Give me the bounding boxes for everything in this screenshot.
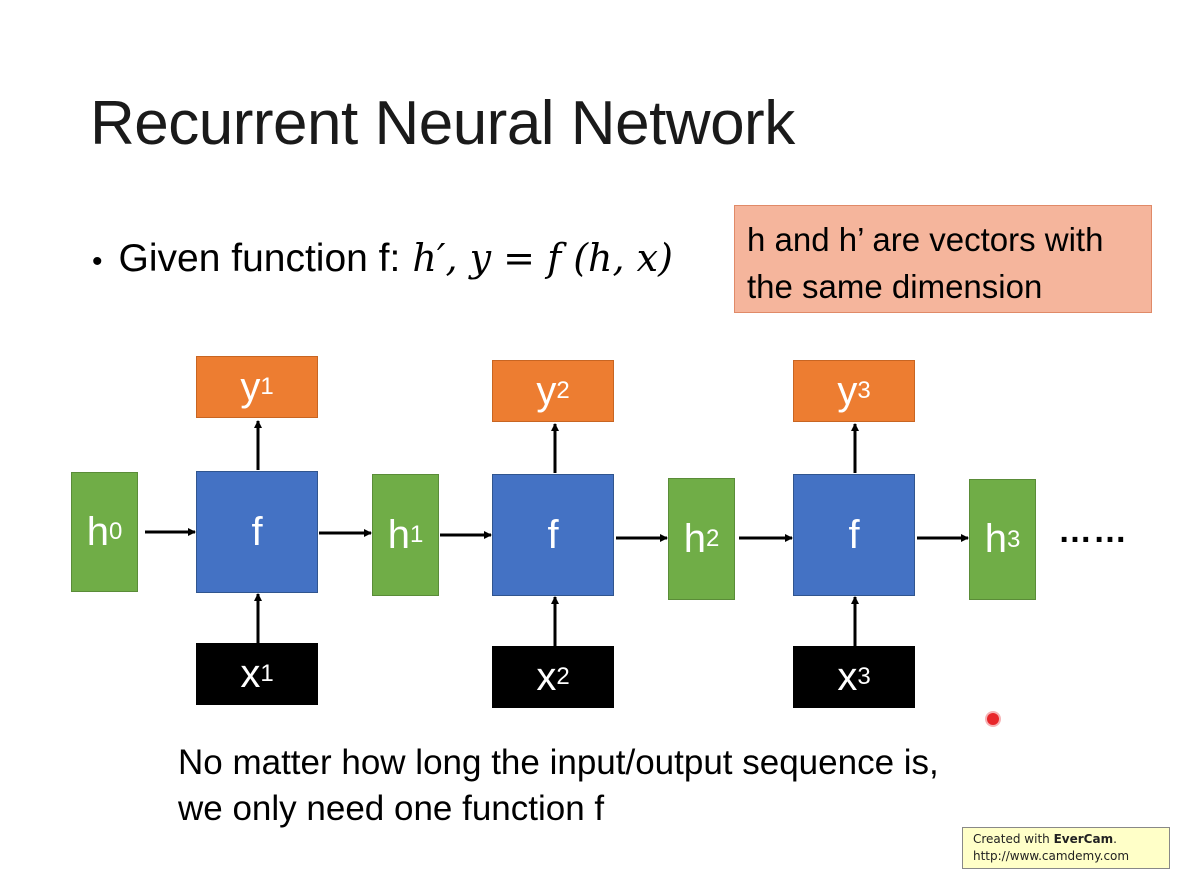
function-box-1: f	[196, 471, 318, 593]
watermark-prefix: Created with	[973, 832, 1050, 846]
bullet-line: • Given function f: h′, y = f (h, x)	[92, 236, 673, 281]
watermark-url: http://www.camdemy.com	[973, 849, 1130, 863]
note-line-2: the same dimension	[747, 268, 1043, 305]
evercam-watermark: Created with EverCam. http://www.camdemy…	[962, 827, 1170, 869]
recording-cursor-icon	[987, 713, 999, 725]
x2-base: x	[536, 654, 557, 699]
h3-base: h	[984, 517, 1007, 561]
h0-base: h	[86, 509, 109, 554]
formula: h′, y = f (h, x)	[412, 236, 673, 280]
function-box-3: f	[793, 474, 915, 596]
caption: No matter how long the input/output sequ…	[178, 740, 939, 832]
x3-base: x	[837, 654, 858, 699]
note-line-1: h and h’ are vectors with	[747, 221, 1104, 258]
caption-line-1: No matter how long the input/output sequ…	[178, 743, 939, 782]
y2-base: y	[536, 368, 557, 413]
y1-base: y	[240, 364, 261, 409]
continuation-dots: ……	[1058, 512, 1128, 550]
function-box-2: f	[492, 474, 614, 596]
bullet-dot: •	[92, 245, 103, 278]
bullet-text: Given function f:	[118, 237, 401, 280]
h2-base: h	[683, 516, 706, 561]
watermark-brand: EverCam	[1053, 832, 1114, 846]
x1-base: x	[240, 651, 261, 696]
y3-base: y	[837, 368, 858, 413]
h1-base: h	[387, 512, 410, 557]
watermark-suffix: .	[1113, 832, 1117, 846]
watermark-line-1: Created with EverCam.	[973, 831, 1159, 848]
caption-line-2: we only need one function f	[178, 789, 605, 828]
slide-title: Recurrent Neural Network	[90, 89, 795, 158]
note-box: h and h’ are vectors with the same dimen…	[734, 205, 1152, 313]
